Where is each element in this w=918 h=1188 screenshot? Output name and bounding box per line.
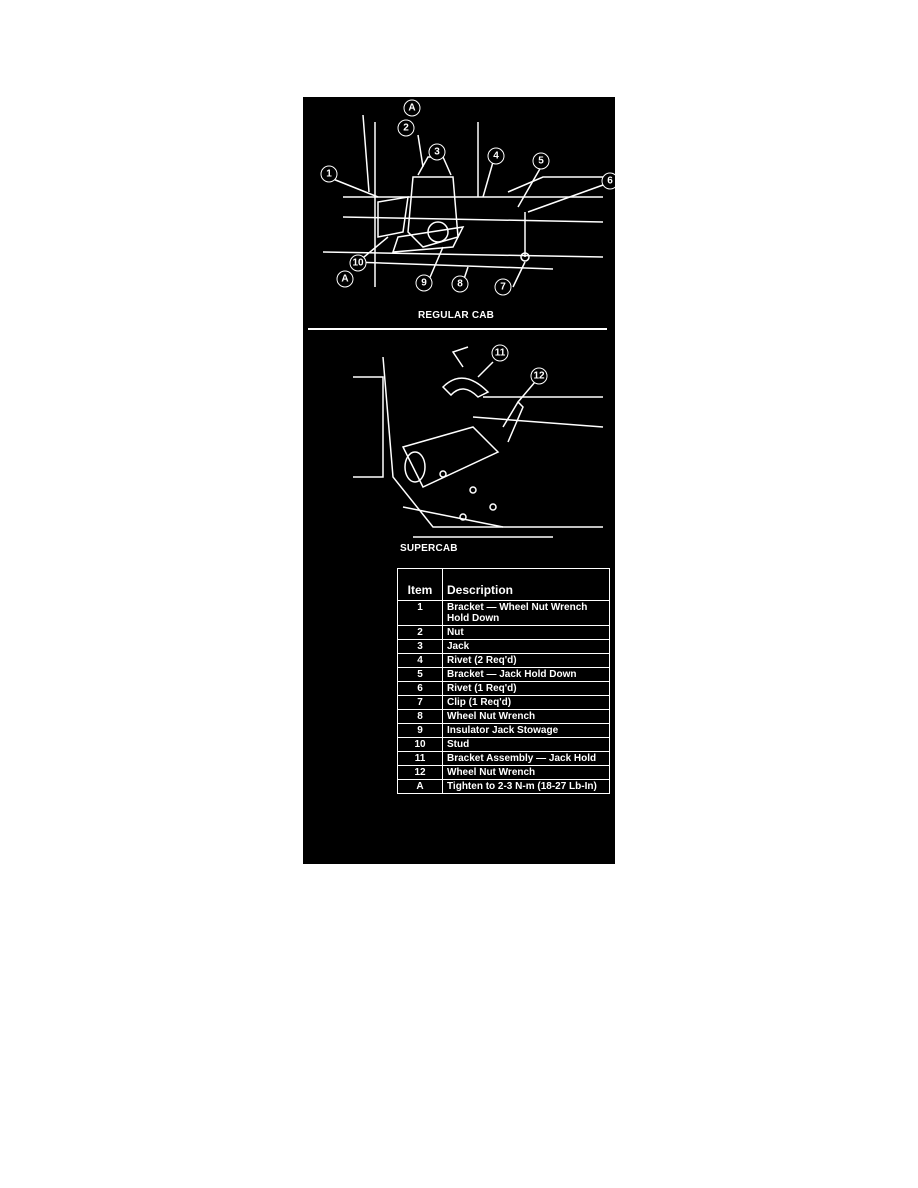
callout-4: 4: [487, 147, 505, 165]
table-header-row: Item Description: [397, 568, 610, 601]
callout-10: 10: [349, 254, 367, 272]
jack-stowage-illustration: [322, 114, 604, 538]
item-number: 12: [397, 765, 443, 780]
item-number: 1: [397, 600, 443, 626]
callout-2: 2: [397, 119, 415, 137]
item-number: 6: [397, 681, 443, 696]
item-description: Insulator Jack Stowage: [442, 723, 610, 738]
item-description: Wheel Nut Wrench: [442, 709, 610, 724]
item-description: Nut: [442, 625, 610, 640]
divider: [308, 328, 607, 330]
item-number: 5: [397, 667, 443, 682]
item-description: Bracket Assembly — Jack Hold: [442, 751, 610, 766]
jack-stowage-figure: A 2 3 4 5 6 1 10 A 9 8 7 11 12 REGULAR C…: [303, 97, 615, 864]
item-number: 2: [397, 625, 443, 640]
callout-3: 3: [428, 143, 446, 161]
item-number: A: [397, 779, 443, 794]
supercab-drawing: [353, 346, 604, 538]
item-description: Clip (1 Req'd): [442, 695, 610, 710]
item-description: Wheel Nut Wrench: [442, 765, 610, 780]
callout-5: 5: [532, 152, 550, 170]
item-description: Bracket — Wheel Nut Wrench Hold Down: [442, 600, 610, 626]
caption-regular-cab: REGULAR CAB: [418, 310, 495, 321]
callout-a-top: A: [403, 99, 421, 117]
callout-9: 9: [415, 274, 433, 292]
item-description: Rivet (1 Req'd): [442, 681, 610, 696]
callout-a-bottom: A: [336, 270, 354, 288]
item-description: Stud: [442, 737, 610, 752]
item-description: Tighten to 2-3 N-m (18-27 Lb-In): [442, 779, 610, 794]
item-description: Rivet (2 Req'd): [442, 653, 610, 668]
regular-cab-drawing: [322, 114, 604, 288]
item-number: 4: [397, 653, 443, 668]
item-description: Bracket — Jack Hold Down: [442, 667, 610, 682]
item-number: 7: [397, 695, 443, 710]
item-number: 3: [397, 639, 443, 654]
item-number: 9: [397, 723, 443, 738]
callout-1: 1: [320, 165, 338, 183]
callout-7: 7: [494, 278, 512, 296]
item-number: 11: [397, 751, 443, 766]
callout-11: 11: [491, 344, 509, 362]
item-number: 10: [397, 737, 443, 752]
header-description: Description: [442, 568, 610, 601]
callout-8: 8: [451, 275, 469, 293]
callout-12: 12: [530, 367, 548, 385]
callout-6: 6: [601, 172, 615, 190]
caption-supercab: SUPERCAB: [400, 543, 458, 554]
item-number: 8: [397, 709, 443, 724]
item-description: Jack: [442, 639, 610, 654]
header-item: Item: [397, 568, 443, 601]
